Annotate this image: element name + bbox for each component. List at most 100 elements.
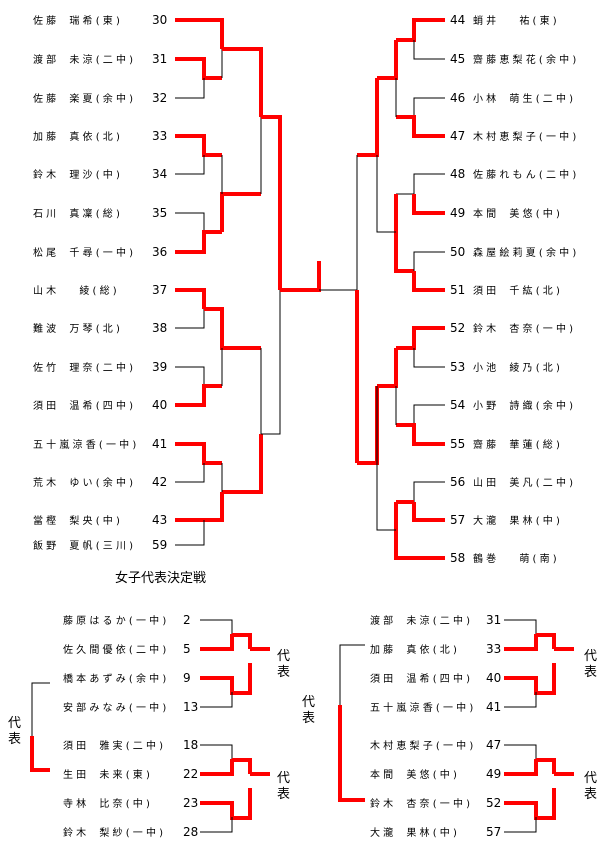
playoff-right-entry-seed: 41 (486, 700, 501, 714)
main-left-entry-name: 當 樫 梨 央 ( 中 ) (33, 514, 120, 527)
winner-path (175, 230, 222, 254)
playoff-left-entry-seed: 23 (183, 796, 198, 810)
main-right-entry-seed: 52 (450, 321, 465, 335)
main-left-entry-seed: 35 (152, 206, 167, 220)
playoff-title: 女子代表決定戦 (115, 570, 206, 586)
playoff-left-entry-name: 鈴 木 梨 紗 ( 一 中 ) (63, 826, 163, 839)
playoff-right-entry-name: 五 十 嵐 涼 香 ( 一 中 ) (370, 701, 473, 714)
bracket-line (396, 481, 445, 503)
bracket-line (413, 348, 445, 368)
main-left-entry-seed: 41 (152, 437, 167, 451)
main-left-entry-seed: 30 (152, 13, 167, 27)
bracket-line (200, 619, 233, 635)
main-left-entry-seed: 39 (152, 360, 167, 374)
bracket-line (175, 289, 222, 310)
winner-path (175, 18, 224, 49)
playoff-right-entry-name: 加 藤 真 依 ( 北 ) (370, 643, 457, 656)
playoff-right-entry-seed: 47 (486, 738, 501, 752)
bracket-line (175, 520, 205, 546)
bracket-line (504, 692, 537, 708)
main-right-entry-seed: 48 (450, 167, 465, 181)
winner-path (261, 115, 282, 290)
main-left-entry-name: 松 尾 千 尋 ( 一 中 ) (33, 246, 133, 259)
winner-path (377, 348, 398, 388)
main-right-entry-name: 小 池 綾 乃 ( 北 ) (473, 361, 560, 374)
bracket-line (396, 173, 445, 195)
main-left-entry-seed: 42 (152, 475, 167, 489)
winner-path (396, 326, 445, 350)
bracket-line (339, 644, 365, 705)
winner-path (377, 40, 398, 80)
main-left-entry-seed: 33 (152, 129, 167, 143)
winner-path (412, 502, 445, 522)
main-left-entry-seed: 36 (152, 245, 167, 259)
main-left-entry-name: 佐 藤 楽 夏 ( 余 中 ) (33, 92, 133, 105)
playoff-right-entry-name: 鈴 木 杏 奈 ( 一 中 ) (370, 797, 470, 810)
winner-path (175, 384, 222, 407)
bracket-line (504, 744, 537, 760)
daihyo-label: 代表 (584, 771, 597, 802)
playoff-left-entry-name: 須 田 雅 実 ( 二 中 ) (63, 739, 163, 752)
main-right-entry-name: 須 田 千 紘 ( 北 ) (473, 284, 560, 297)
winner-path (200, 633, 252, 651)
main-left-entry-name: 石 川 真 凜 ( 総 ) (33, 207, 120, 220)
daihyo-label: 代表 (584, 649, 597, 680)
bracket-line (413, 97, 445, 117)
playoff-left-entry-name: 生 田 未 来 ( 東 ) (63, 768, 150, 781)
winner-path (504, 788, 556, 820)
main-left-entry-seed: 31 (152, 52, 167, 66)
main-left-entry-seed: 59 (152, 538, 167, 552)
winner-path (175, 442, 222, 465)
winner-path (357, 78, 379, 157)
bracket-line (175, 212, 205, 232)
playoff-left-entry-seed: 2 (183, 613, 191, 627)
winner-path (394, 502, 445, 560)
playoff-left-entry-seed: 13 (183, 700, 198, 714)
main-right-entry-name: 鈴 木 杏 奈 ( 一 中 ) (473, 322, 573, 335)
daihyo-label: 代表 (8, 716, 21, 747)
playoff-left-entry-seed: 5 (183, 642, 191, 656)
bracket-line (200, 817, 233, 833)
playoff-left-entry-name: 佐 久 間 優 依 ( 二 中 ) (63, 643, 166, 656)
main-right-entry-name: 森 屋 絵 莉 夏 ( 余 中 ) (473, 246, 576, 259)
bracket-line (175, 78, 205, 99)
playoff-right-entry-name: 木 村 恵 梨 子 ( 一 中 ) (370, 739, 473, 752)
bracket-line (376, 386, 396, 531)
playoff-right-entry-name: 本 間 美 悠 ( 中 ) (370, 768, 457, 781)
main-right-entry-name: 木 村 恵 梨 子 ( 一 中 ) (473, 130, 576, 143)
winner-path (394, 194, 414, 273)
main-left-entry-name: 佐 竹 理 奈 ( 二 中 ) (33, 361, 133, 374)
main-right-entry-name: 小 林 萌 生 ( 二 中 ) (473, 92, 573, 105)
winner-path (412, 271, 445, 292)
main-left-entry-name: 山 木 綾 ( 総 ) (33, 284, 117, 297)
main-right-entry-name: 大 瀧 果 林 ( 中 ) (473, 514, 560, 527)
main-right-entry-name: 蛸 井 祐 ( 東 ) (473, 14, 557, 27)
main-right-entry-seed: 56 (450, 475, 465, 489)
main-right-entry-seed: 45 (450, 52, 465, 66)
playoff-right-entry-name: 須 田 温 希 ( 四 中 ) (370, 672, 470, 685)
winner-path (175, 57, 222, 80)
main-right-entry-seed: 50 (450, 245, 465, 259)
playoff-left-entries: 藤 原 は る か ( 一 中 )2佐 久 間 優 依 ( 二 中 )5橋 本 … (63, 613, 198, 839)
winner-path (200, 788, 252, 820)
main-right-entry-name: 佐 藤 れ も ん ( 二 中 ) (473, 168, 576, 181)
winner-path (338, 705, 365, 802)
main-left-entry-name: 加 藤 真 依 ( 北 ) (33, 130, 120, 143)
playoff-right-entry-seed: 40 (486, 671, 501, 685)
playoff-left-entry-seed: 18 (183, 738, 198, 752)
winner-path (200, 758, 252, 776)
main-right-entry-name: 山 田 美 凡 ( 二 中 ) (473, 476, 573, 489)
winner-path (175, 492, 224, 522)
bracket-line (175, 463, 205, 483)
bracket-line (413, 251, 445, 271)
main-left-entry-seed: 34 (152, 167, 167, 181)
playoff-left-entry-name: 橋 本 あ ず み ( 余 中 ) (63, 672, 166, 685)
winner-path (175, 288, 206, 309)
playoff-right-entry-name: 大 瀧 果 林 ( 中 ) (370, 826, 457, 839)
main-left-entry-name: 荒 木 ゆ い ( 余 中 ) (33, 476, 133, 489)
bracket-line (31, 682, 50, 736)
main-right-entry-name: 齋 藤 華 蓮 ( 総 ) (473, 438, 560, 451)
daihyo-label: 代表 (302, 695, 315, 726)
